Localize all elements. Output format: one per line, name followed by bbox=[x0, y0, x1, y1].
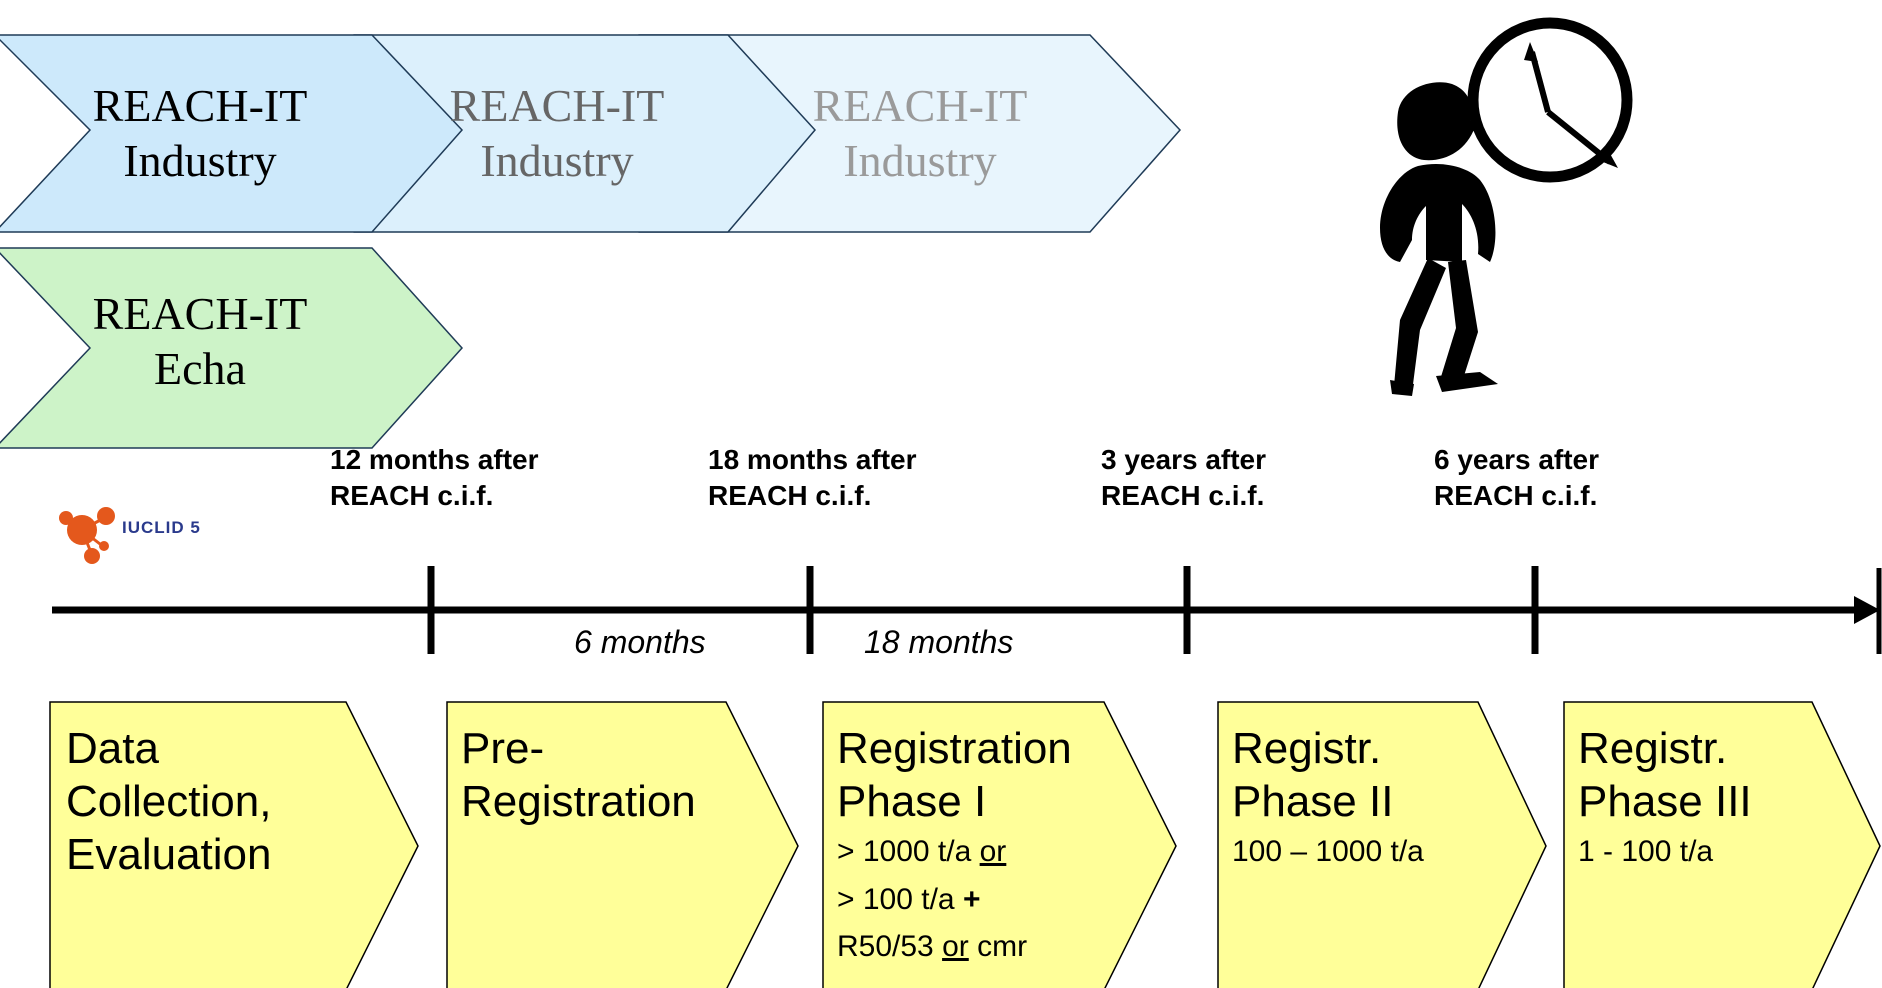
phase-5-detail: 1 - 100 t/a bbox=[1578, 835, 1714, 869]
reach-it-label-3-line1: REACH-IT bbox=[812, 80, 1028, 131]
phase-4-line2: Phase II bbox=[1232, 777, 1394, 827]
milestone-3-line1: 3 years after bbox=[1101, 444, 1267, 475]
phase-4-detail: 100 – 1000 t/a bbox=[1232, 835, 1424, 869]
person-with-clock-icon bbox=[1380, 17, 1633, 396]
phase-3-detail-b-plus: + bbox=[962, 882, 981, 916]
milestone-2-line2: REACH c.i.f. bbox=[708, 479, 872, 511]
phase-3-detail-a: > 1000 t/a or bbox=[837, 828, 1072, 875]
phase-3-detail-a-text: > 1000 t/a bbox=[837, 835, 980, 869]
reach-it-label-2-line2: Industry bbox=[480, 135, 634, 187]
phase-chevron-2 bbox=[446, 701, 799, 988]
phase-2-line2: Registration bbox=[461, 777, 696, 827]
reach-it-label-2-line1: REACH-IT bbox=[449, 80, 665, 131]
phase-3-detail-a-or: or bbox=[979, 835, 1007, 869]
milestone-3-line2: REACH c.i.f. bbox=[1101, 479, 1265, 511]
reach-it-label-1-line2: Industry bbox=[123, 135, 277, 187]
duration-label-6-months: 6 months bbox=[574, 624, 706, 660]
timeline-arrowhead bbox=[1854, 596, 1880, 624]
phase-3-line2: Phase I bbox=[837, 777, 987, 827]
milestone-label-4: 6 years after REACH c.i.f. bbox=[1434, 442, 1599, 514]
milestone-1-line1: 12 months after bbox=[330, 444, 539, 475]
reach-it-label-3: REACH-IT Industry bbox=[795, 78, 1045, 188]
phase-3-detail-b: > 100 t/a + bbox=[837, 876, 1072, 923]
reach-it-label-3-line2: Industry bbox=[843, 135, 997, 187]
phase-text-3: Registration Phase I > 1000 t/a or > 100… bbox=[837, 722, 1072, 971]
phase-chevron-4 bbox=[1217, 701, 1547, 988]
reach-it-label-echa-line2: Echa bbox=[154, 343, 246, 395]
phase-text-4: Registr. Phase II 100 – 1000 t/a bbox=[1232, 722, 1424, 876]
phase-1-line1: Data bbox=[66, 724, 159, 773]
phase-1-line2: Collection, bbox=[66, 777, 272, 827]
phase-3-detail-c-end: cmr bbox=[968, 930, 1028, 964]
milestone-label-2: 18 months after REACH c.i.f. bbox=[708, 442, 917, 514]
milestone-1-line2: REACH c.i.f. bbox=[330, 479, 494, 511]
reach-it-chevron-echa bbox=[0, 247, 464, 449]
duration-label-18-months: 18 months bbox=[864, 624, 1014, 660]
phase-chevron-1 bbox=[49, 701, 419, 988]
phase-3-detail-c-text: R50/53 bbox=[837, 930, 943, 964]
phase-3-detail-c-or: or bbox=[942, 930, 969, 964]
phase-1-line3: Evaluation bbox=[66, 830, 272, 880]
reach-it-label-1-line1: REACH-IT bbox=[92, 80, 308, 131]
reach-it-label-echa: REACH-IT Echa bbox=[75, 286, 325, 396]
phase-text-1: Data Collection, Evaluation bbox=[66, 722, 271, 882]
iuclid-molecule-icon bbox=[59, 507, 115, 564]
phase-3-line1: Registration bbox=[837, 724, 1072, 773]
phase-chevron-3 bbox=[822, 701, 1177, 988]
phase-3-detail-c: R50/53 or cmr bbox=[837, 923, 1072, 970]
reach-it-label-1: REACH-IT Industry bbox=[75, 78, 325, 188]
milestone-label-1: 12 months after REACH c.i.f. bbox=[330, 442, 539, 514]
reach-it-chevron-1 bbox=[0, 34, 464, 233]
phase-text-5: Registr. Phase III 1 - 100 t/a bbox=[1578, 722, 1752, 876]
phase-text-2: Pre- Registration bbox=[461, 722, 696, 828]
phase-3-detail-b-text: > 100 t/a bbox=[837, 882, 963, 916]
phase-2-line1: Pre- bbox=[461, 724, 545, 773]
milestone-4-line1: 6 years after bbox=[1434, 444, 1600, 475]
milestone-4-line2: REACH c.i.f. bbox=[1434, 479, 1598, 511]
phase-5-line2: Phase III bbox=[1578, 777, 1752, 827]
clock-icon bbox=[1467, 17, 1633, 183]
phase-chevron-5 bbox=[1563, 701, 1881, 988]
reach-it-label-2: REACH-IT Industry bbox=[432, 78, 682, 188]
milestone-label-3: 3 years after REACH c.i.f. bbox=[1101, 442, 1266, 514]
milestone-2-line1: 18 months after bbox=[708, 444, 917, 475]
reach-it-label-echa-line1: REACH-IT bbox=[92, 288, 308, 339]
iuclid-logo-text: IUCLID 5 bbox=[122, 518, 201, 537]
phase-5-line1: Registr. bbox=[1578, 724, 1728, 773]
phase-4-line1: Registr. bbox=[1232, 724, 1382, 773]
